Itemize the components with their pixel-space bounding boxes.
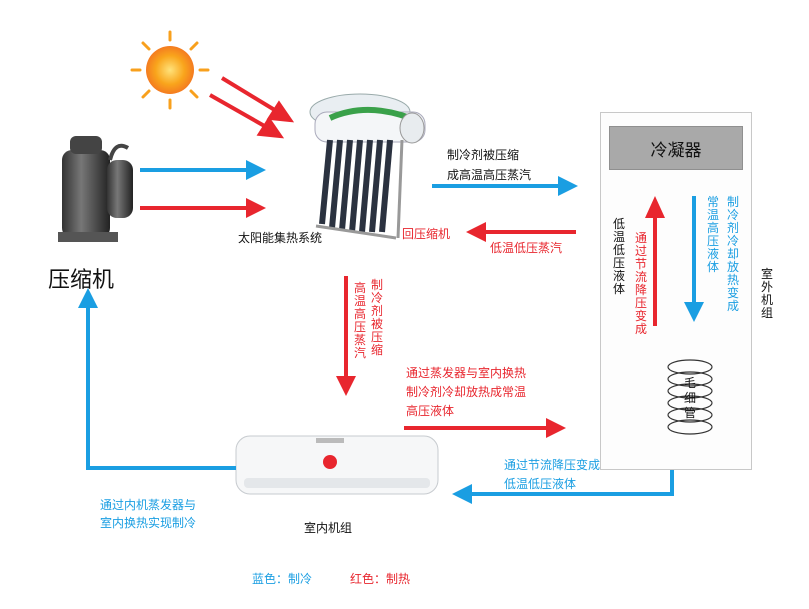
evaporator-line3: 高压液体: [406, 404, 455, 418]
evaporator-line1: 通过蒸发器与室内换热: [406, 366, 527, 380]
sun-ray-arrows: [209, 76, 295, 139]
normal-temp-liquid-label: 常温高压液体: [706, 195, 719, 274]
sun-icon: [130, 30, 210, 110]
legend-red: 红色：制热: [350, 572, 411, 586]
throttle-label: 通过节流降压变成: [634, 231, 647, 336]
return-compressor-label: 回压缩机: [402, 227, 451, 241]
throttle-bottom-line2: 低温低压液体: [504, 477, 577, 491]
solar-system-label: 太阳能集热系统: [238, 231, 323, 245]
compressor-to-solar-arrows: [140, 160, 266, 218]
condenser-label: 冷凝器: [650, 140, 702, 161]
legend-blue: 蓝色：制冷: [252, 572, 313, 586]
capillary-label: 毛细管: [683, 376, 696, 420]
compressor-icon: [58, 136, 133, 242]
arrow-to-outdoor: [558, 176, 578, 196]
condenser-box: 冷凝器: [609, 126, 743, 170]
capillary-coil-icon: [667, 359, 713, 435]
outdoor-unit-box: [600, 112, 752, 470]
outdoor-unit-label: 室外机组: [760, 267, 773, 320]
throttle-bottom-line1: 通过节流降压变成: [504, 458, 601, 472]
solar-collector-icon: [309, 93, 426, 240]
arrow-to-capillary: [546, 418, 566, 438]
arrow-up-to-condenser: [645, 196, 665, 218]
arrow-down-from-condenser: [684, 302, 704, 322]
compressor-label: 压缩机: [48, 268, 115, 293]
arrow-return-compressor: [466, 222, 486, 242]
compress-top-line2: 成高温高压蒸汽: [447, 168, 532, 182]
vertical-red-left-label: 高温高压蒸汽: [353, 281, 366, 360]
indoor-left-line1: 通过内机蒸发器与: [100, 498, 197, 512]
low-temp-vapor-label: 低温低压蒸汽: [490, 241, 563, 255]
indoor-unit-label: 室内机组: [304, 521, 353, 535]
evaporator-line2: 制冷剂冷却放热成常温: [406, 385, 527, 399]
arrow-up-to-compressor: [78, 288, 98, 308]
compress-top-line1: 制冷剂被压缩: [447, 148, 520, 162]
arrow-to-indoor-unit: [452, 484, 472, 504]
indoor-unit-icon: [235, 435, 439, 495]
vertical-red-right-label: 制冷剂被压缩: [370, 278, 383, 357]
indoor-left-line2: 室内换热实现制冷: [100, 516, 197, 530]
low-liquid-label: 低温低压液体: [612, 217, 625, 296]
cooling-changes-label: 制冷剂冷却放热变成: [726, 195, 739, 313]
arrow-down-to-indoor: [336, 376, 356, 396]
